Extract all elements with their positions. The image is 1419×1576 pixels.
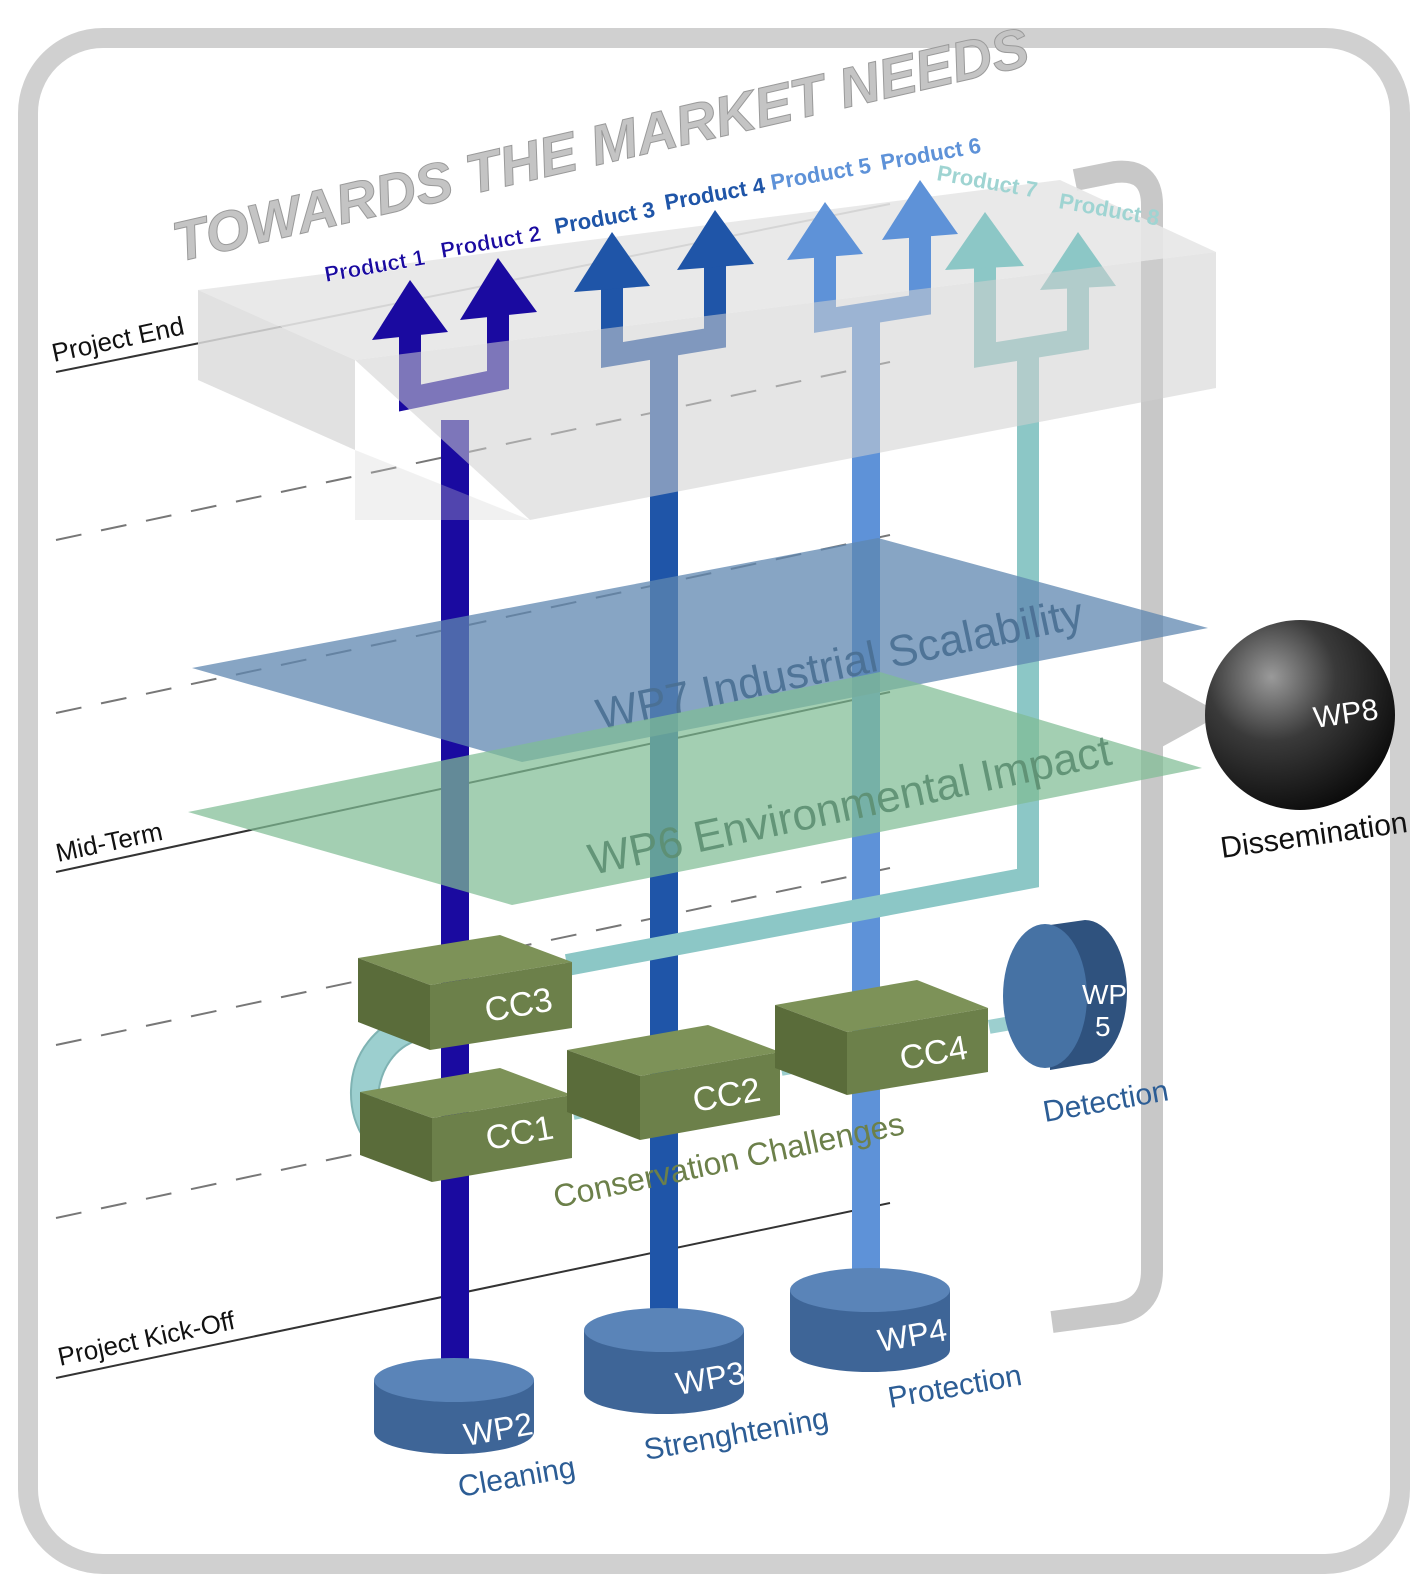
outer-frame bbox=[18, 28, 1410, 1574]
wp3-cylinder: WP3 bbox=[584, 1308, 748, 1414]
plane-wp7 bbox=[192, 538, 1208, 762]
stream-1-stem bbox=[441, 420, 469, 1375]
dissemination-bracket bbox=[1050, 160, 1163, 1333]
timeline-line-kickoff bbox=[55, 1202, 891, 1379]
stream-1 bbox=[372, 258, 537, 1375]
cc3-box: CC3 bbox=[358, 935, 572, 1050]
wp5-code-line2: 5 bbox=[1095, 1011, 1111, 1042]
wp8-sphere bbox=[1205, 620, 1395, 810]
wp2-name: Cleaning bbox=[455, 1451, 577, 1504]
plane-wp6 bbox=[188, 672, 1202, 905]
wp4-cylinder: WP4 bbox=[790, 1268, 950, 1372]
stream-2-arrowhead-3 bbox=[574, 232, 650, 292]
product-4-label: Product 4 bbox=[663, 173, 768, 215]
wp5-code-line1: WP bbox=[1082, 979, 1127, 1010]
stream-3-arrowhead-6 bbox=[882, 180, 958, 240]
stream-1-arrowhead-2 bbox=[460, 258, 537, 320]
timeline-label-kickoff: Project Kick-Off bbox=[55, 1305, 238, 1372]
stream-1-arrowhead-1 bbox=[372, 280, 448, 340]
wp5-cylinder: WP 5 bbox=[1003, 920, 1127, 1070]
cc1-box: CC1 bbox=[360, 1068, 572, 1182]
product-5-label: Product 5 bbox=[769, 153, 873, 195]
wp2-cylinder: WP2 bbox=[374, 1358, 536, 1454]
cc4-box: CC4 bbox=[775, 980, 988, 1095]
cc2-box: CC2 bbox=[567, 1025, 780, 1140]
stream-4-arrowhead-7 bbox=[945, 212, 1024, 270]
stream-2-arrowhead-4 bbox=[677, 210, 754, 270]
product-3-label: Product 3 bbox=[553, 197, 657, 239]
stream-4-path bbox=[564, 350, 1039, 976]
market-box-front bbox=[355, 252, 1216, 520]
stream-3-arrowhead-5 bbox=[787, 202, 863, 260]
wp8-name: Dissemination bbox=[1218, 806, 1409, 865]
dissemination-arrow bbox=[1160, 680, 1222, 748]
